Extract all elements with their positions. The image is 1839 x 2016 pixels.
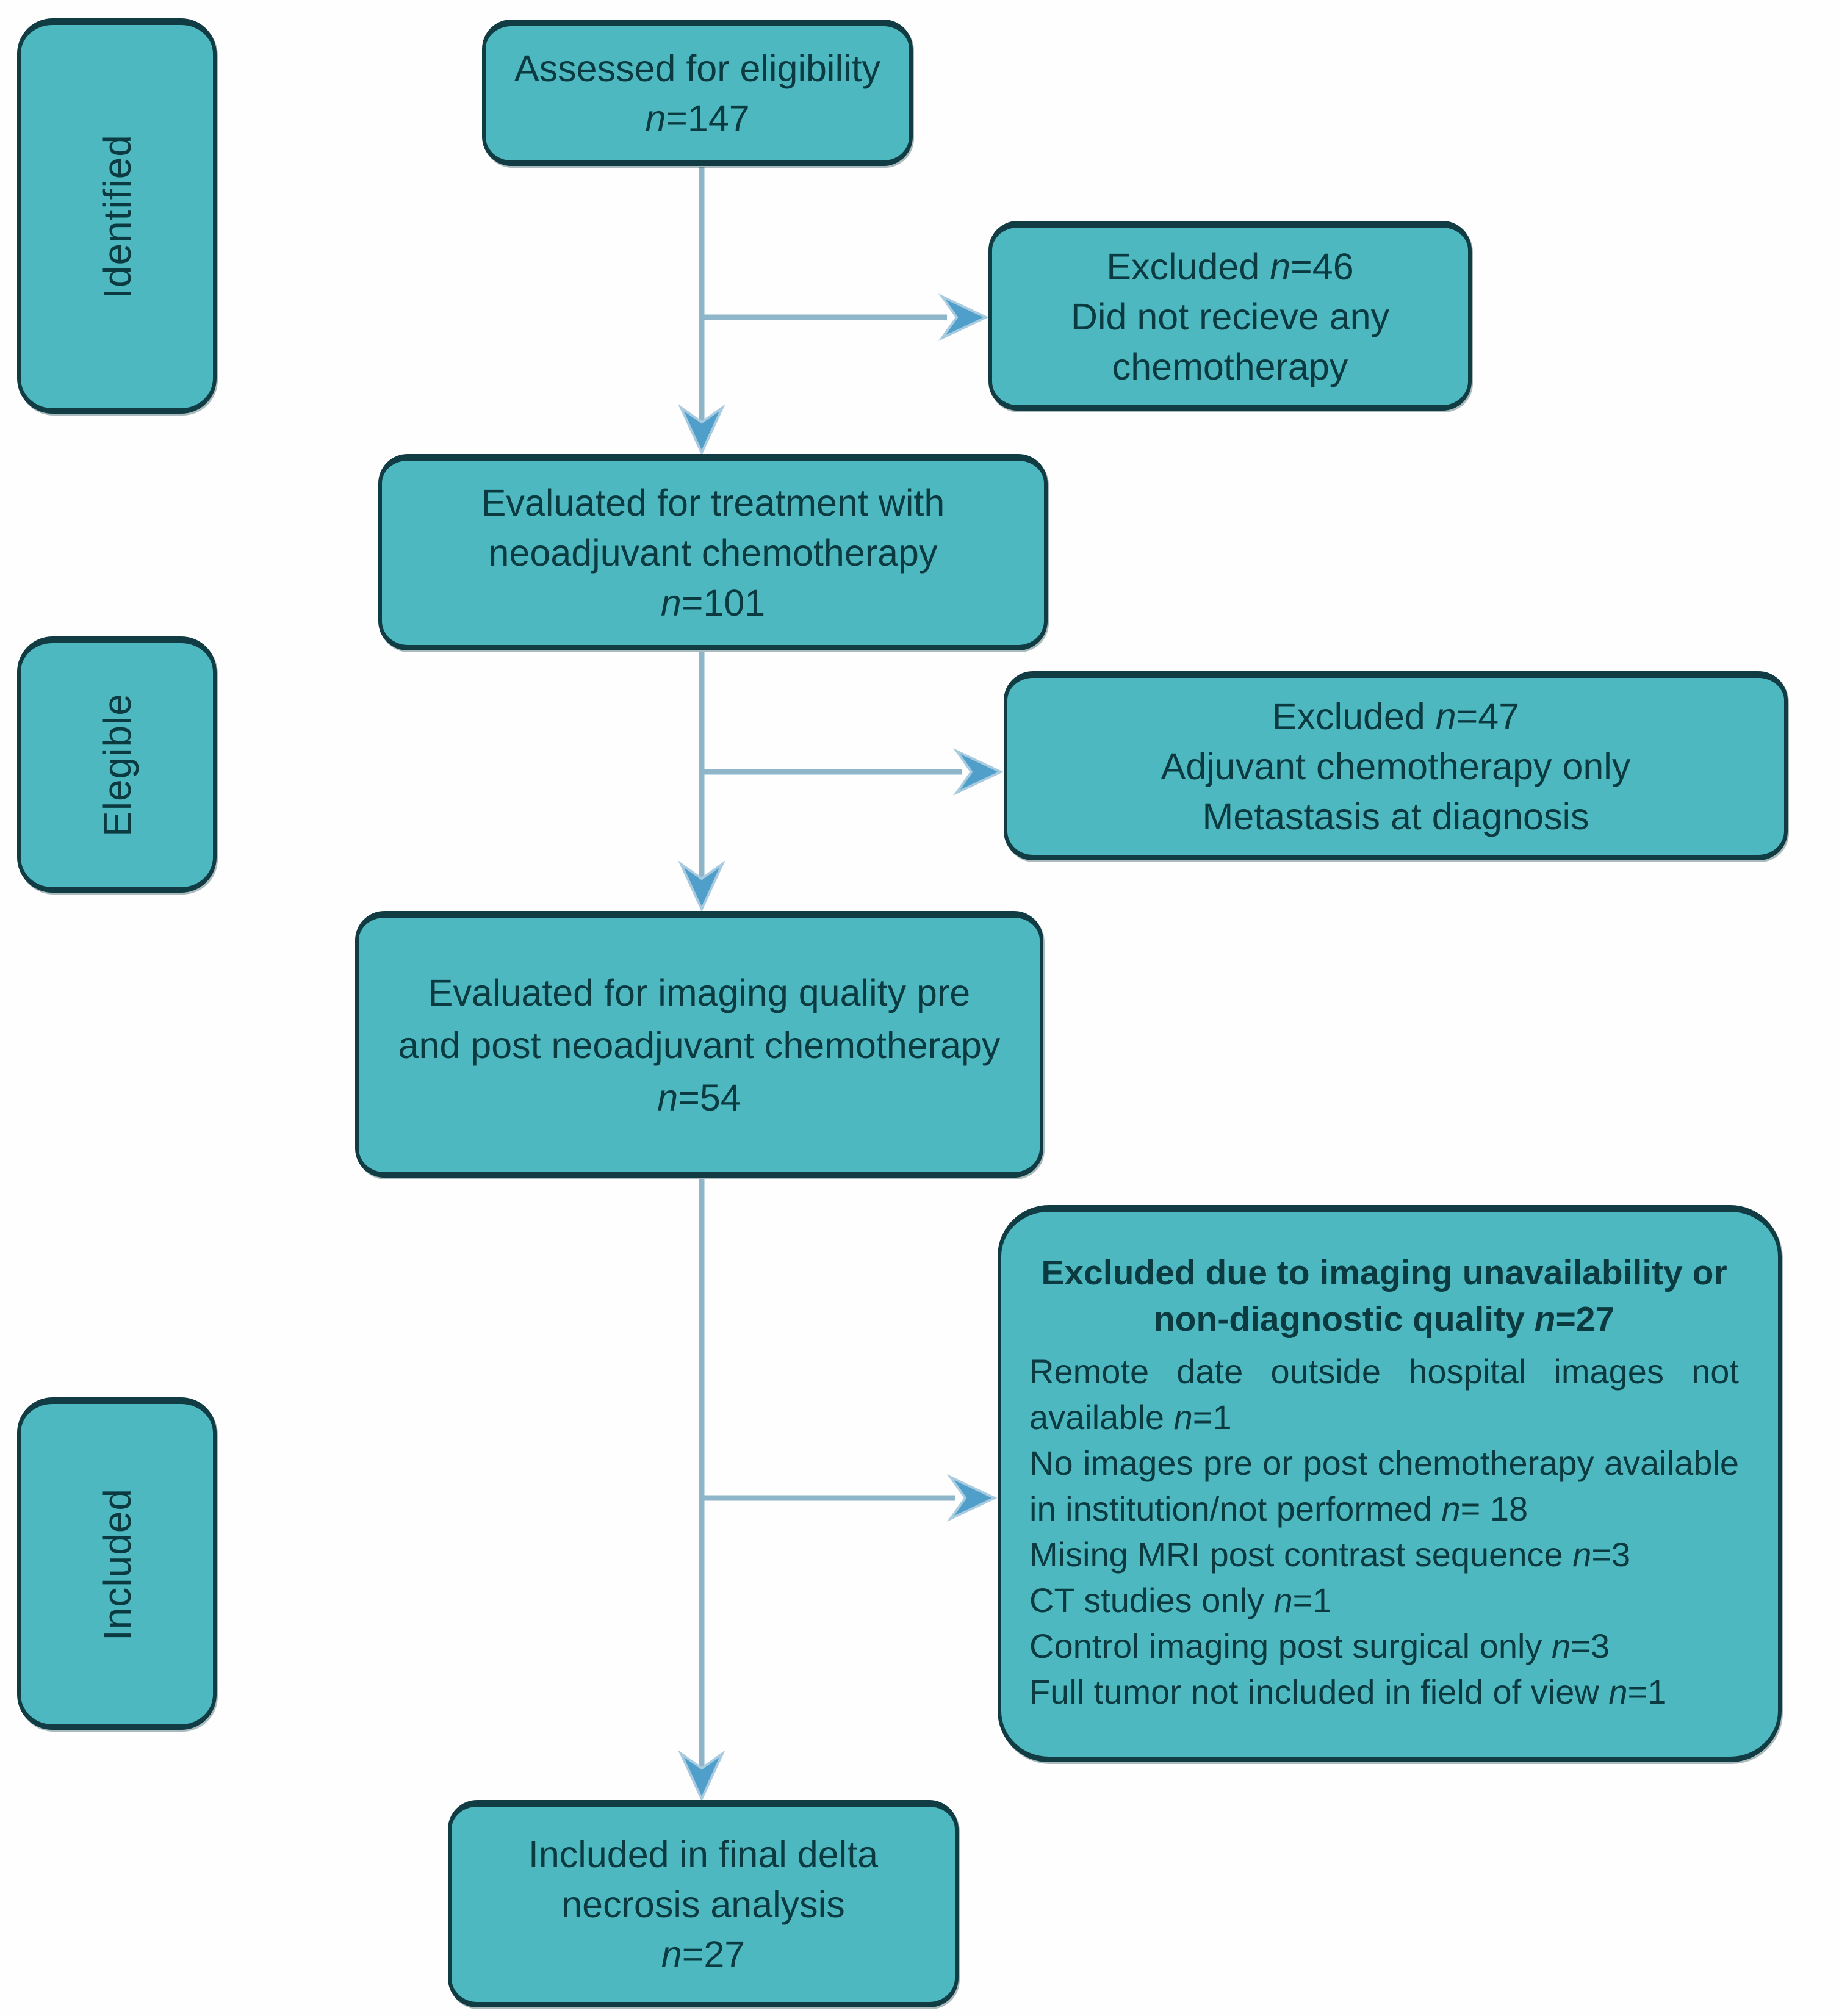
box-text-line: Included in final delta bbox=[528, 1834, 879, 1875]
arrowhead-imaging-to-included bbox=[678, 1750, 725, 1802]
box-count-line: n=147 bbox=[645, 98, 750, 139]
box-text-line: Did not recieve any bbox=[1070, 295, 1390, 337]
stage-label-included-text: Included bbox=[95, 1488, 139, 1641]
box-excluded-no-chemotherapy: Excluded n=46 Did not recieve any chemot… bbox=[988, 221, 1472, 411]
box-text-line: Excluded n=46 bbox=[1106, 245, 1354, 287]
stage-label-identified-text: Identified bbox=[95, 134, 139, 299]
box-text-line: Excluded n=47 bbox=[1272, 696, 1520, 737]
stage-label-identified: Identified bbox=[17, 18, 217, 414]
arrowhead-assessed-to-treatment bbox=[678, 404, 725, 456]
stage-label-included: Included bbox=[17, 1397, 217, 1730]
exclusion-reason: No images pre or post chemotherapy avail… bbox=[1029, 1444, 1739, 1528]
box-text-line: Evaluated for imaging quality pre bbox=[428, 971, 971, 1013]
box-excluded-adjuvant-metastasis: Excluded n=47 Adjuvant chemotherapy only… bbox=[1004, 671, 1788, 860]
arrowhead-branch-excluded2 bbox=[952, 747, 1004, 796]
arrowhead-branch-excluded1 bbox=[938, 293, 989, 342]
box-assessed-for-eligibility: Assessed for eligibility n=147 bbox=[482, 20, 913, 166]
exclusion-reason: CT studies only n=1 bbox=[1029, 1581, 1332, 1619]
box-text-line: Metastasis at diagnosis bbox=[1202, 796, 1589, 837]
arrowhead-branch-excluded3 bbox=[946, 1474, 998, 1522]
box-text-line: chemotherapy bbox=[1112, 345, 1348, 387]
box-included-final-analysis: Included in final delta necrosis analysi… bbox=[448, 1800, 959, 2007]
box-evaluated-imaging-quality: Evaluated for imaging quality pre and po… bbox=[355, 911, 1043, 1178]
exclusion-reason: Remote date outside hospital images not … bbox=[1029, 1352, 1739, 1436]
box-text-line: necrosis analysis bbox=[561, 1884, 845, 1925]
arrowhead-treatment-to-imaging bbox=[678, 860, 725, 912]
box-count-line: n=101 bbox=[660, 582, 766, 624]
excluded-imaging-heading-line: non-diagnostic quality n=27 bbox=[1153, 1300, 1615, 1339]
exclusion-reason: Control imaging post surgical only n=3 bbox=[1029, 1627, 1610, 1665]
box-text-line: Adjuvant chemotherapy only bbox=[1161, 746, 1631, 787]
box-text-line: neoadjuvant chemotherapy bbox=[488, 532, 938, 574]
box-count-line: n=27 bbox=[661, 1934, 746, 1975]
box-text-line: and post neoadjuvant chemotherapy bbox=[398, 1024, 1001, 1066]
stage-label-elegible: Elegible bbox=[17, 636, 217, 893]
excluded-imaging-heading-line: Excluded due to imaging unavailability o… bbox=[1041, 1253, 1727, 1292]
exclusion-reason: Mising MRI post contrast sequence n=3 bbox=[1029, 1535, 1631, 1574]
exclusion-reason: Full tumor not included in field of view… bbox=[1029, 1672, 1667, 1711]
box-excluded-imaging-unavailability: Excluded due to imaging unavailability o… bbox=[998, 1205, 1782, 1762]
box-count-line: n=54 bbox=[657, 1076, 741, 1118]
stage-label-elegible-text: Elegible bbox=[95, 693, 139, 837]
box-text-line: Assessed for eligibility bbox=[514, 48, 881, 89]
excluded-imaging-reason-list: Remote date outside hospital images not … bbox=[1029, 1348, 1739, 1715]
box-evaluated-for-treatment: Evaluated for treatment with neoadjuvant… bbox=[378, 454, 1048, 650]
box-text-line: Evaluated for treatment with bbox=[481, 482, 945, 524]
